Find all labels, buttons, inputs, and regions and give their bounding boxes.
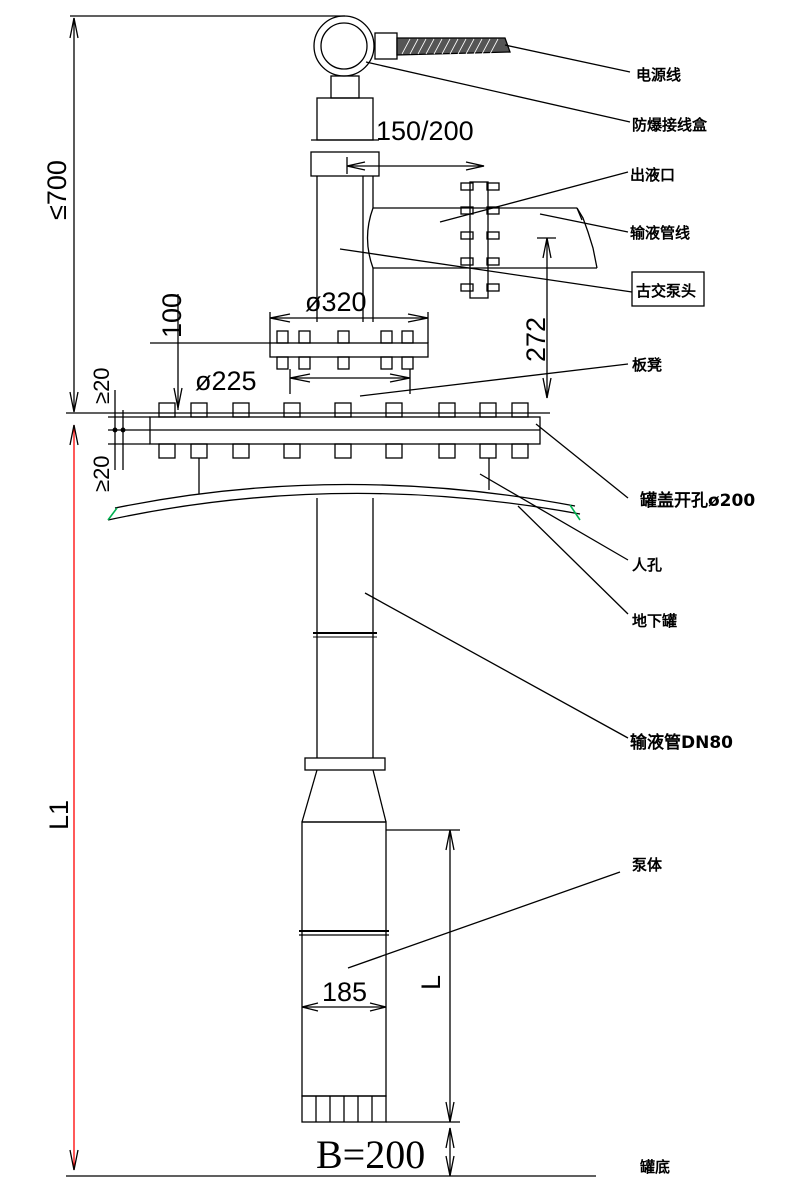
label-pump-head: 古交泵头: [636, 282, 696, 300]
label-power-cable: 电源线: [636, 66, 681, 84]
upper-flange: [269, 312, 429, 370]
pump-diameter-text: 185: [322, 977, 367, 1007]
inner-diameter-dimension: [150, 294, 411, 410]
gap-dimensions: [108, 390, 150, 470]
power-cable: [396, 37, 511, 56]
label-tank-cover-opening: 罐盖开孔ø200: [639, 490, 755, 511]
top-gap-text: ≥20: [89, 367, 114, 404]
pump-column-upper: [310, 97, 380, 322]
offset-dimension: [346, 157, 485, 174]
label-tank-bottom: 罐底: [639, 1158, 670, 1176]
pump-diameter-dimension: [301, 1002, 387, 1012]
underground-tank-top: [107, 483, 581, 521]
overall-height-dimension: [66, 15, 550, 414]
label-pump-body: 泵体: [632, 856, 663, 874]
label-junction-box: 防爆接线盒: [632, 116, 708, 134]
offset-text: 150/200: [376, 116, 474, 146]
junction-box: [313, 15, 398, 99]
flange-height-text: 100: [157, 293, 187, 338]
pump-length-text: L: [416, 975, 446, 990]
label-manhole: 人孔: [632, 556, 662, 574]
tank-cover-flange: [149, 402, 541, 494]
inner-diameter-text: ø225: [195, 366, 257, 396]
outlet-height-dimension: [537, 237, 556, 399]
label-delivery-pipeline: 输液管线: [630, 224, 690, 242]
outlet-pipe: [366, 181, 598, 299]
label-underground-tank: 地下罐: [632, 612, 677, 630]
label-outlet: 出液口: [630, 166, 675, 184]
pump-body: [299, 821, 389, 1123]
bottom-clearance-text: B=200: [316, 1132, 425, 1177]
leader-lines: [339, 44, 705, 969]
label-delivery-pipe: 输液管DN80: [630, 732, 733, 753]
pump-length-dimension: [386, 829, 460, 1177]
outlet-height-text: 272: [521, 317, 551, 362]
total-height-text: ≤700: [42, 160, 72, 220]
depth-dimension: [66, 424, 596, 1177]
outer-diameter-text: ø320: [305, 287, 367, 317]
bottom-gap-text: ≥20: [89, 455, 114, 492]
delivery-pipe: [301, 498, 387, 823]
depth-text: L1: [44, 800, 74, 830]
label-bench-plate: 板凳: [632, 356, 662, 374]
